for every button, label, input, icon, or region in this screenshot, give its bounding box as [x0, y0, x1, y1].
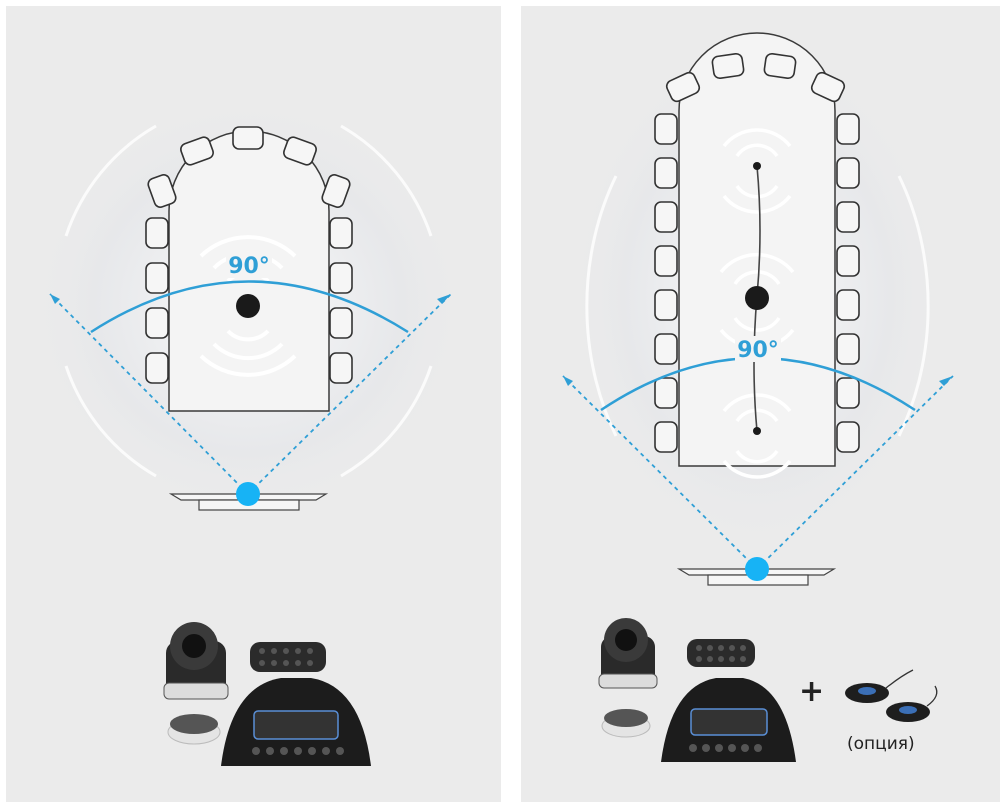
conference-camera-icon	[598, 618, 658, 689]
right-room-diagram: 90°	[562, 32, 954, 762]
angle-label: 90°	[228, 254, 270, 279]
camera-position-dot	[745, 557, 769, 581]
outer-sound-waves	[64, 124, 433, 478]
angle-label-bg	[735, 336, 781, 362]
left-room-diagram: 90°	[28, 96, 468, 766]
chairs-left	[654, 113, 678, 453]
chairs-top	[665, 52, 846, 103]
expansion-mic-icon	[845, 669, 938, 722]
remote-control-icon	[687, 639, 755, 667]
field-of-view-arc	[90, 280, 409, 334]
left-panel-standard-room: 90°	[6, 6, 501, 802]
speaker-sound-rings	[719, 128, 795, 479]
fov-line-right	[756, 375, 954, 570]
camera-position-dot	[236, 482, 260, 506]
speakerphone-dot	[745, 286, 769, 310]
fov-line-left	[49, 293, 249, 495]
outer-sound-waves	[585, 175, 930, 437]
conference-camera-icon	[163, 622, 229, 700]
plus-sign: +	[799, 674, 825, 709]
chairs-left	[145, 174, 177, 384]
arrow-left	[50, 294, 60, 304]
right-panel-large-room: 90°	[521, 6, 1000, 802]
chairs-right	[321, 174, 353, 384]
mini-hub-icon	[167, 714, 221, 745]
arrow-right	[437, 294, 451, 304]
mini-hub-icon	[601, 709, 651, 738]
speakerphone-hub-icon	[221, 678, 371, 766]
angle-label-bg	[226, 252, 272, 278]
conference-table	[678, 32, 836, 467]
angle-label: 90°	[737, 338, 779, 363]
chairs-top	[180, 126, 317, 166]
arrow-left	[563, 376, 573, 386]
remote-control-icon	[250, 642, 326, 672]
arrow-right	[939, 376, 953, 386]
expansion-mic-dot-top	[753, 162, 761, 170]
chairs-right	[836, 113, 860, 453]
fov-line-left	[562, 375, 758, 570]
optional-label: (опция)	[847, 734, 915, 754]
expansion-mic-dot-bottom	[753, 427, 761, 435]
speakerphone-dot	[236, 294, 260, 318]
speakerphone-hub-icon	[661, 678, 796, 762]
